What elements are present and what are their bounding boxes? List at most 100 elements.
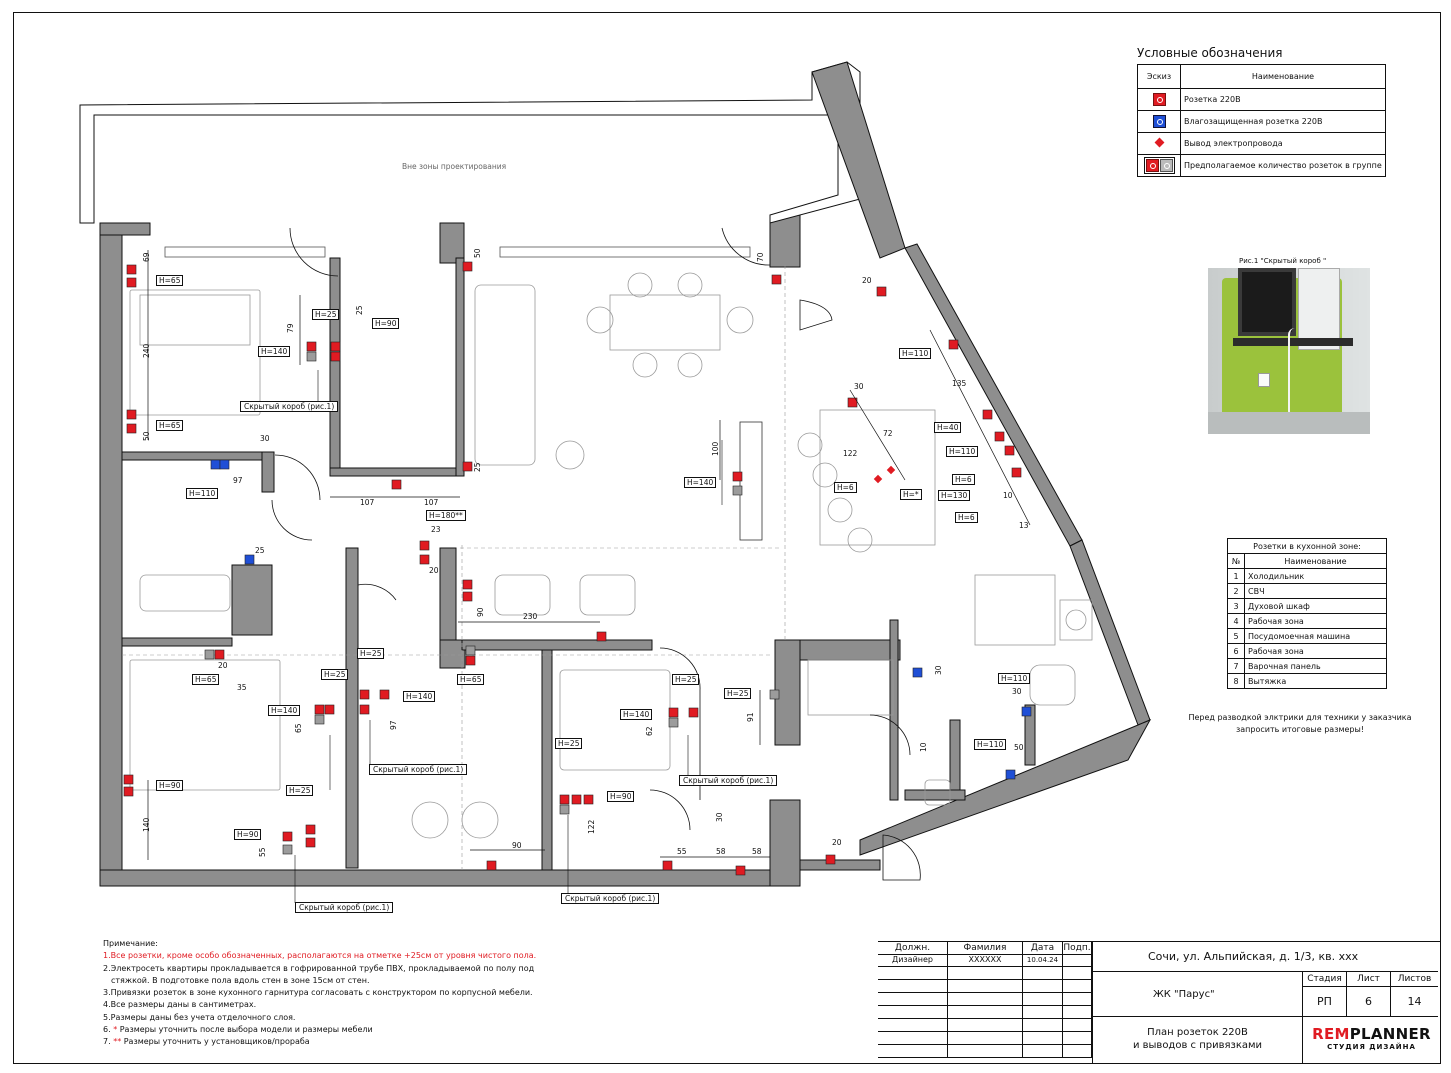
dimension: 30 bbox=[934, 665, 943, 675]
stamp-col-role: Должн. bbox=[878, 942, 948, 954]
dimension: 58 bbox=[752, 847, 762, 856]
kitchen-row-n: 6 bbox=[1227, 643, 1245, 659]
socket-group-icon bbox=[1143, 157, 1175, 174]
height-label: H=65 bbox=[156, 275, 184, 286]
socket-220v-icon bbox=[419, 540, 430, 551]
height-label: H=110 bbox=[899, 348, 932, 359]
stamp-date: 10.04.24 bbox=[1023, 954, 1063, 966]
socket-220v-icon bbox=[204, 649, 215, 660]
socket-220v-icon bbox=[462, 579, 473, 590]
hidden-box-caption: Скрытый короб (рис.1) bbox=[679, 775, 778, 786]
dimension: 35 bbox=[237, 683, 247, 692]
wire-outlet-icon bbox=[886, 465, 896, 475]
socket-220v-icon bbox=[688, 707, 699, 718]
kitchen-row-n: 5 bbox=[1227, 628, 1245, 644]
socket-220v-icon bbox=[359, 704, 370, 715]
kitchen-row-n: 1 bbox=[1227, 568, 1245, 584]
socket-220v-icon bbox=[282, 831, 293, 842]
socket-220v-icon bbox=[732, 485, 743, 496]
dimension: 10 bbox=[919, 742, 928, 752]
socket-220v-icon bbox=[948, 339, 959, 350]
socket-220v-icon bbox=[994, 431, 1005, 442]
doors bbox=[271, 227, 921, 881]
dimension: 230 bbox=[523, 612, 538, 621]
socket-220v-icon bbox=[465, 645, 476, 656]
kitchen-row-name: Варочная панель bbox=[1244, 658, 1387, 674]
socket-220v-icon bbox=[123, 786, 134, 797]
signatures-grid: Должн. Фамилия Дата Подп. Дизайнер ХХХХХ… bbox=[878, 941, 1092, 1063]
height-label: H=140 bbox=[268, 705, 301, 716]
legend-item: Вывод электропровода bbox=[1180, 132, 1386, 155]
height-label: H=25 bbox=[321, 669, 349, 680]
socket-220v-icon bbox=[771, 274, 782, 285]
photo-caption: Рис.1 "Скрытый короб " bbox=[1239, 257, 1327, 265]
dimension: 10 bbox=[1003, 491, 1013, 500]
legend-table: Эскиз Наименование Розетка 220В Влагозащ… bbox=[1137, 64, 1386, 177]
socket-220v-icon bbox=[379, 689, 390, 700]
dimension: 50 bbox=[473, 248, 482, 258]
socket-220v-icon bbox=[282, 844, 293, 855]
dimension: 122 bbox=[587, 819, 596, 834]
tv-icon bbox=[1238, 268, 1296, 336]
stamp-col-surname: Фамилия bbox=[948, 942, 1023, 954]
height-label: H=6 bbox=[952, 474, 975, 485]
height-label: H=6 bbox=[955, 512, 978, 523]
stamp-sheet: Лист 6 bbox=[1347, 972, 1391, 1017]
wire-outlet-icon bbox=[873, 474, 883, 484]
stamp-col-sign: Подп. bbox=[1063, 942, 1092, 954]
kitchen-row-n: 3 bbox=[1227, 598, 1245, 614]
socket-220v-icon bbox=[462, 461, 473, 472]
kitchen-row-name: Вытяжка bbox=[1244, 673, 1387, 689]
height-label: H=110 bbox=[974, 739, 1007, 750]
kitchen-row-name: Духовой шкаф bbox=[1244, 598, 1387, 614]
socket-220v-icon bbox=[769, 689, 780, 700]
legend-item: Влагозащищенная розетка 220В bbox=[1180, 110, 1386, 133]
kitchen-sockets-table: Розетки в кухонной зоне: № Наименование … bbox=[1227, 538, 1387, 689]
socket-220v-icon bbox=[305, 837, 316, 848]
out-of-scope-note: Вне зоны проектирования bbox=[402, 162, 507, 171]
sheet-frame bbox=[13, 12, 1441, 1064]
socket-220v-icon bbox=[214, 649, 225, 660]
sockets-layer bbox=[123, 261, 1032, 876]
note-3: 3.Привязки розеток в зоне кухонного гарн… bbox=[103, 988, 533, 998]
waterproof-socket-icon bbox=[244, 554, 255, 565]
height-label: H=140 bbox=[403, 691, 436, 702]
kitchen-row-n: 4 bbox=[1227, 613, 1245, 629]
socket-220v-icon bbox=[462, 591, 473, 602]
dimension: 13 bbox=[1019, 521, 1029, 530]
height-label: H=65 bbox=[156, 420, 184, 431]
socket-220v-icon bbox=[825, 854, 836, 865]
stamp-address: Сочи, ул. Альпийская, д. 1/3, кв. ххх bbox=[1093, 942, 1438, 972]
kitchen-table-caption: Розетки в кухонной зоне: bbox=[1227, 538, 1387, 554]
dimension: 122 bbox=[843, 449, 858, 458]
dimension: 50 bbox=[142, 431, 151, 441]
socket-220v-icon bbox=[465, 655, 476, 666]
dimension: 90 bbox=[512, 841, 522, 850]
wire-outlet-icon bbox=[1154, 137, 1164, 148]
dimension: 58 bbox=[716, 847, 726, 856]
height-label: H=65 bbox=[192, 674, 220, 685]
socket-220v-icon bbox=[735, 865, 746, 876]
socket-220v-icon bbox=[306, 341, 317, 352]
height-label: H=6 bbox=[834, 482, 857, 493]
dimension: 69 bbox=[142, 252, 151, 262]
legend-col-name: Наименование bbox=[1180, 64, 1386, 89]
title-block: Должн. Фамилия Дата Подп. Дизайнер ХХХХХ… bbox=[878, 941, 1440, 1064]
stamp-project: ЖК "Парус" bbox=[1093, 972, 1303, 1017]
dimension: 30 bbox=[1012, 687, 1022, 696]
dimension: 20 bbox=[429, 566, 439, 575]
socket-220v-icon bbox=[847, 397, 858, 408]
socket-220v-icon bbox=[126, 423, 137, 434]
socket-220v-icon bbox=[126, 409, 137, 420]
dimension: 30 bbox=[260, 434, 270, 443]
socket-220v-icon bbox=[1004, 445, 1015, 456]
height-label: H=90 bbox=[156, 780, 184, 791]
kitchen-row-n: 2 bbox=[1227, 583, 1245, 599]
socket-220v-icon bbox=[596, 631, 607, 642]
socket-220v-icon bbox=[359, 689, 370, 700]
dimension: 135 bbox=[952, 379, 967, 388]
dimension: 79 bbox=[286, 323, 295, 333]
socket-220v-icon bbox=[662, 860, 673, 871]
height-label: H=90 bbox=[607, 791, 635, 802]
